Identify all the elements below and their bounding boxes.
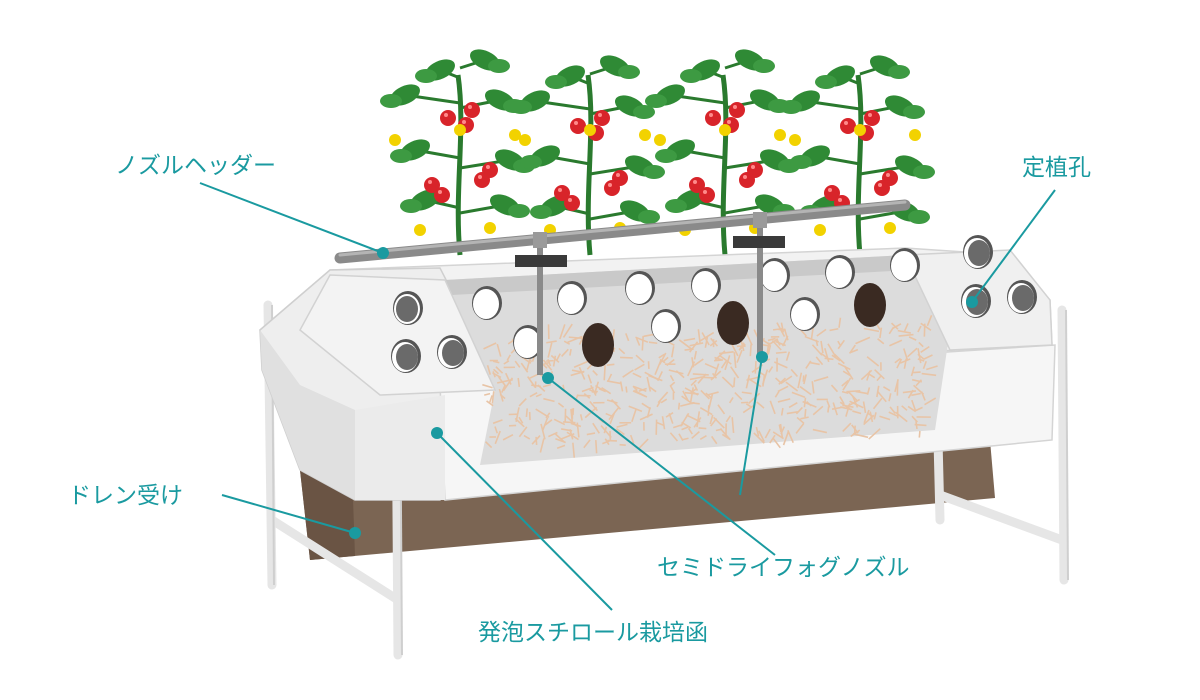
planting-holes	[391, 235, 1037, 373]
label-foam-box: 発泡スチロール栽培函	[478, 620, 708, 646]
leader-lines	[199, 182, 1056, 611]
label-drain-tray: ドレン受け	[68, 483, 183, 509]
tomato-plant	[380, 49, 535, 256]
label-planting-hole: 定植孔	[1022, 155, 1091, 181]
nozzle-header-pipe	[334, 199, 911, 375]
tomato-plants	[380, 49, 935, 256]
label-nozzle-header: ノズルヘッダー	[115, 153, 276, 179]
tomato-plant	[510, 55, 665, 256]
leader-dots	[349, 247, 978, 539]
tomato-plant	[780, 55, 935, 256]
label-semi-dry-fog-nozzle: セミドライフォグノズル	[657, 555, 910, 581]
